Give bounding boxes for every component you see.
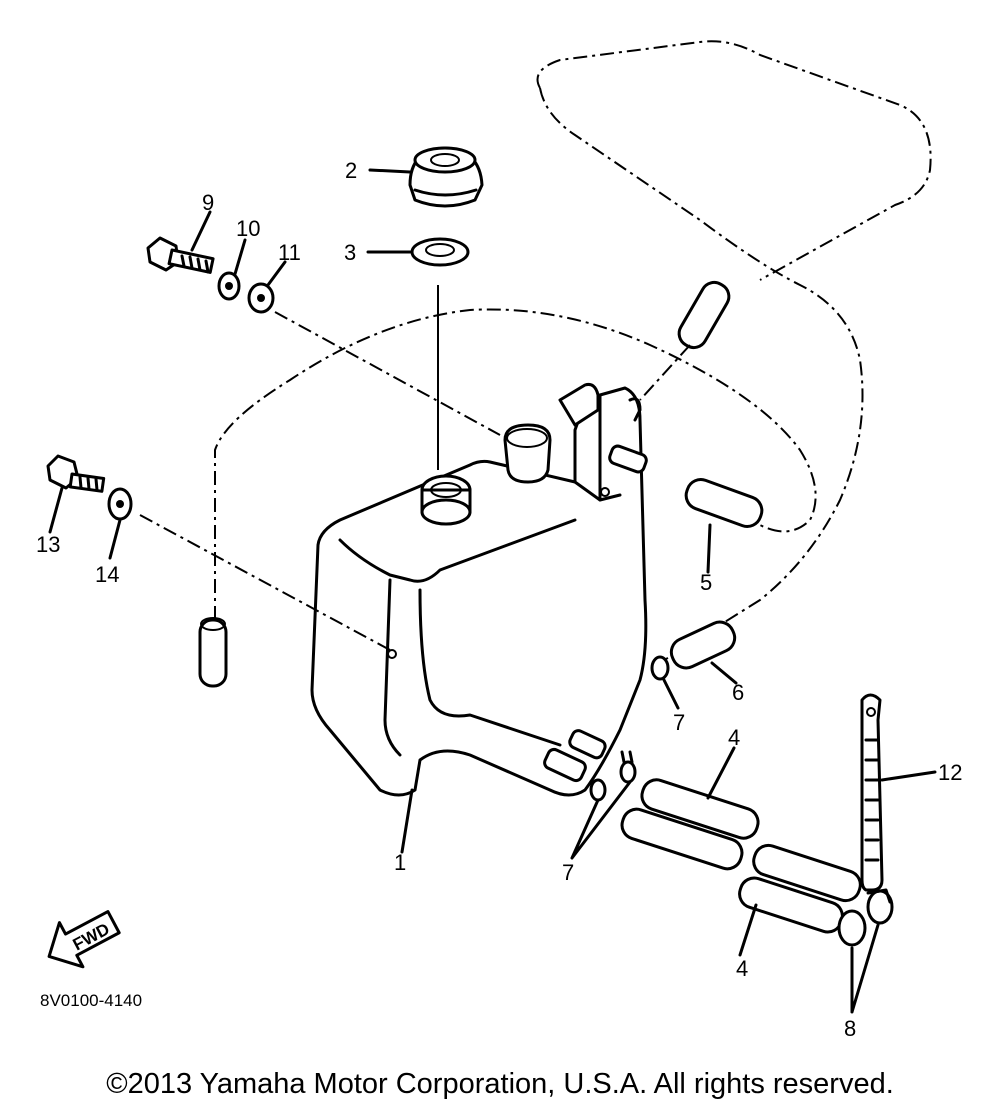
callout-4a: 4 — [728, 725, 740, 750]
callout-6: 6 — [732, 680, 744, 705]
oil-tank-cap — [408, 146, 484, 208]
callout-8: 8 — [844, 1016, 856, 1041]
hose-left — [198, 617, 228, 688]
fwd-arrow-icon: FWD — [47, 910, 121, 969]
bolt-13 — [46, 454, 106, 493]
clamp-8 — [837, 888, 894, 947]
callout-7a: 7 — [673, 710, 685, 735]
oil-tank — [310, 383, 648, 797]
callout-9: 9 — [202, 190, 214, 215]
copyright-notice: ©2013 Yamaha Motor Corporation, U.S.A. A… — [106, 1068, 894, 1100]
callout-1: 1 — [394, 850, 406, 875]
callout-3: 3 — [344, 240, 356, 265]
callout-10: 10 — [236, 216, 260, 241]
callout-4b: 4 — [736, 956, 748, 981]
hose-route-upper — [536, 40, 932, 281]
hose-4-left — [620, 778, 760, 871]
callout-2: 2 — [345, 158, 357, 183]
callout-13: 13 — [36, 532, 60, 557]
tie-strap — [860, 693, 884, 892]
callout-5: 5 — [700, 570, 712, 595]
clip-7-upper — [650, 655, 670, 681]
washer-11 — [247, 282, 275, 314]
callout-14: 14 — [95, 562, 119, 587]
callout-7b: 7 — [562, 860, 574, 885]
hose-5 — [684, 478, 764, 528]
gasket — [410, 237, 470, 267]
hose-upper — [677, 280, 731, 350]
hose-6 — [669, 620, 737, 670]
callout-11: 11 — [278, 240, 301, 265]
bolt-9 — [146, 236, 215, 274]
hose-route-tank-loop — [214, 308, 817, 620]
callout-12: 12 — [938, 760, 962, 785]
washer-14 — [107, 487, 133, 521]
diagram-code: 8V0100-4140 — [40, 991, 142, 1010]
hose-route-lower — [539, 87, 864, 626]
washer-10 — [217, 271, 241, 301]
